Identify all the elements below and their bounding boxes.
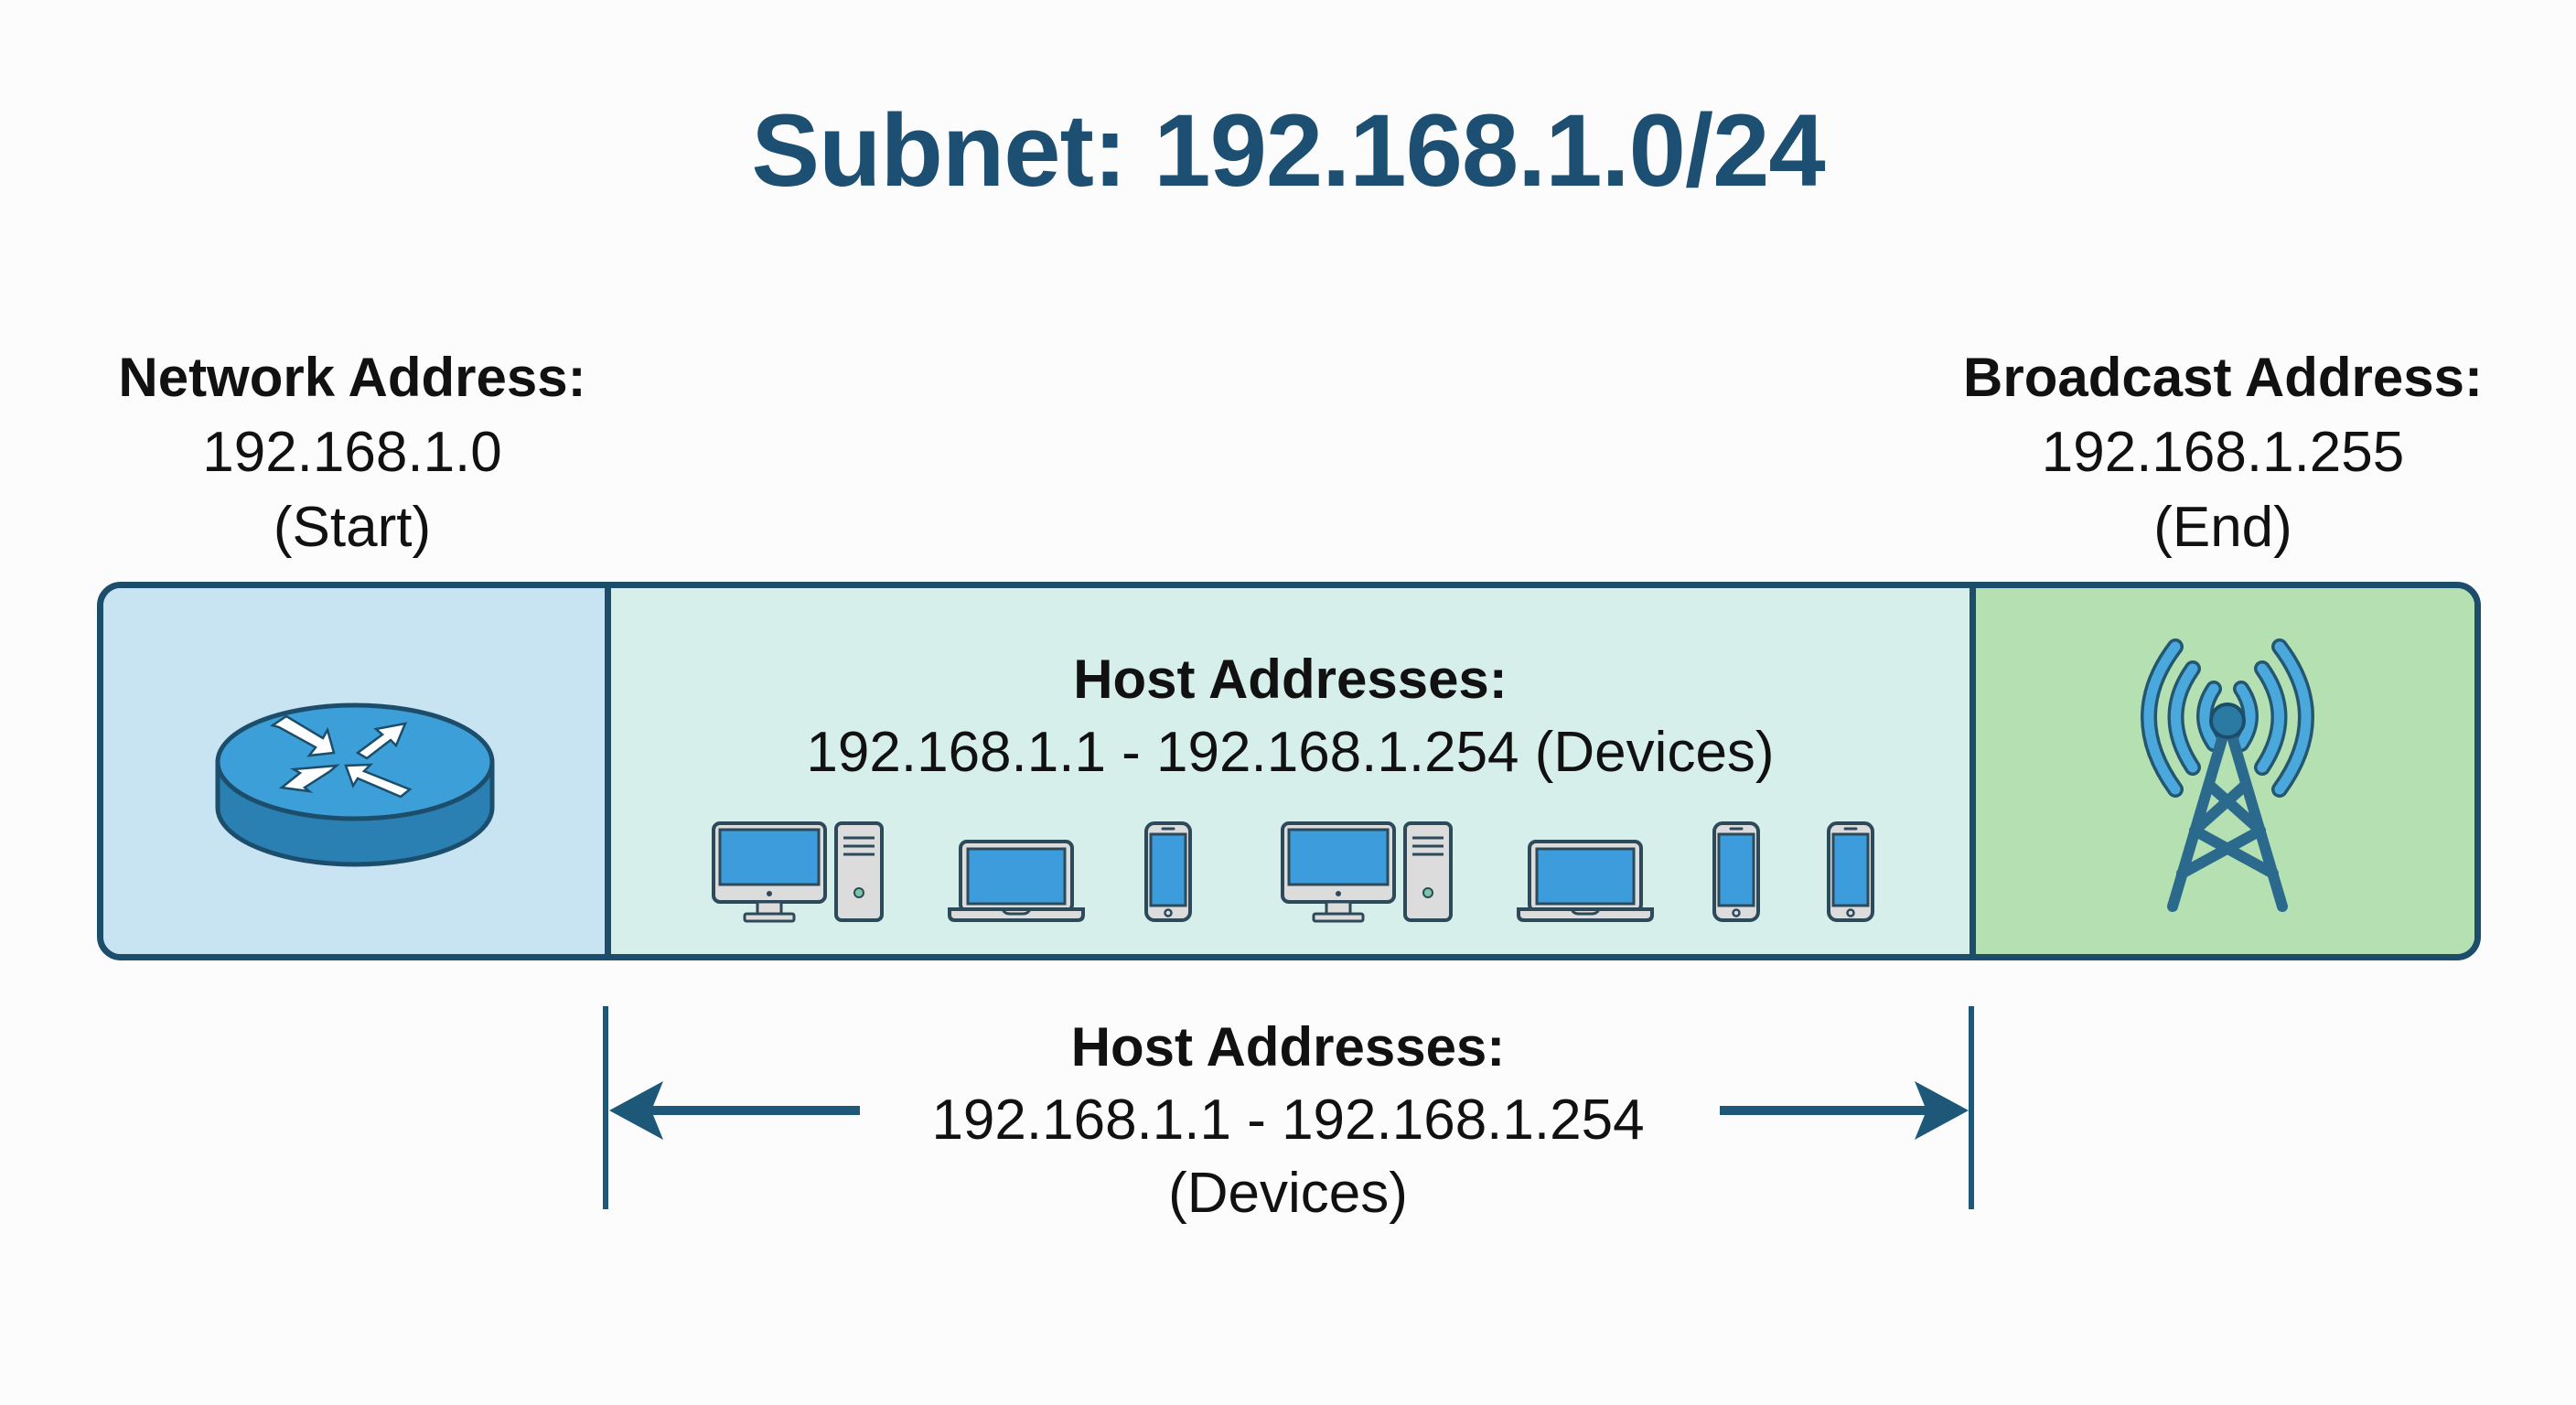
network-segment (103, 588, 611, 954)
broadcast-address-heading: Broadcast Address: (1963, 347, 2483, 408)
broadcast-segment (1976, 588, 2474, 954)
host-segment: Host Addresses: 192.168.1.1 - 192.168.1.… (611, 588, 1976, 954)
subnet-title: Subnet: 192.168.1.0/24 (751, 93, 1825, 208)
smartphone-icon (1707, 821, 1766, 922)
desktop-computer-icon (1281, 821, 1454, 924)
left-arrow-icon (609, 1081, 860, 1140)
host-addresses-info: Host Addresses: 192.168.1.1 - 192.168.1.… (611, 643, 1970, 789)
host-range-span (603, 1006, 1974, 1209)
network-address-label: Network Address: 192.168.1.0 (Start) (55, 340, 649, 565)
smartphone-icon (1139, 821, 1197, 922)
network-address-ip: 192.168.1.0 (202, 421, 502, 484)
network-address-tag: (Start) (273, 496, 432, 559)
span-range: 192.168.1.1 - 192.168.1.254 (931, 1089, 1645, 1152)
laptop-icon (948, 840, 1085, 922)
span-tag: (Devices) (1168, 1162, 1408, 1225)
host-addresses-range: 192.168.1.1 - 192.168.1.254 (Devices) (806, 721, 1775, 784)
desktop-computer-icon (712, 821, 886, 924)
router-icon (215, 702, 495, 867)
cell-tower-icon (2141, 638, 2314, 912)
smartphone-icon (1821, 821, 1880, 922)
network-address-heading: Network Address: (118, 347, 586, 408)
span-label: Host Addresses: 192.168.1.1 - 192.168.1.… (0, 1011, 2576, 1230)
host-addresses-heading: Host Addresses: (1073, 649, 1508, 710)
broadcast-address-tag: (End) (2153, 496, 2292, 559)
device-icons (611, 821, 1970, 931)
right-arrow-icon (1720, 1081, 1969, 1140)
broadcast-address-ip: 192.168.1.255 (2041, 421, 2405, 484)
broadcast-address-label: Broadcast Address: 192.168.1.255 (End) (1921, 340, 2525, 565)
address-range-bar: Host Addresses: 192.168.1.1 - 192.168.1.… (97, 582, 2481, 960)
laptop-icon (1517, 840, 1654, 922)
span-heading: Host Addresses: (1070, 1016, 1506, 1078)
